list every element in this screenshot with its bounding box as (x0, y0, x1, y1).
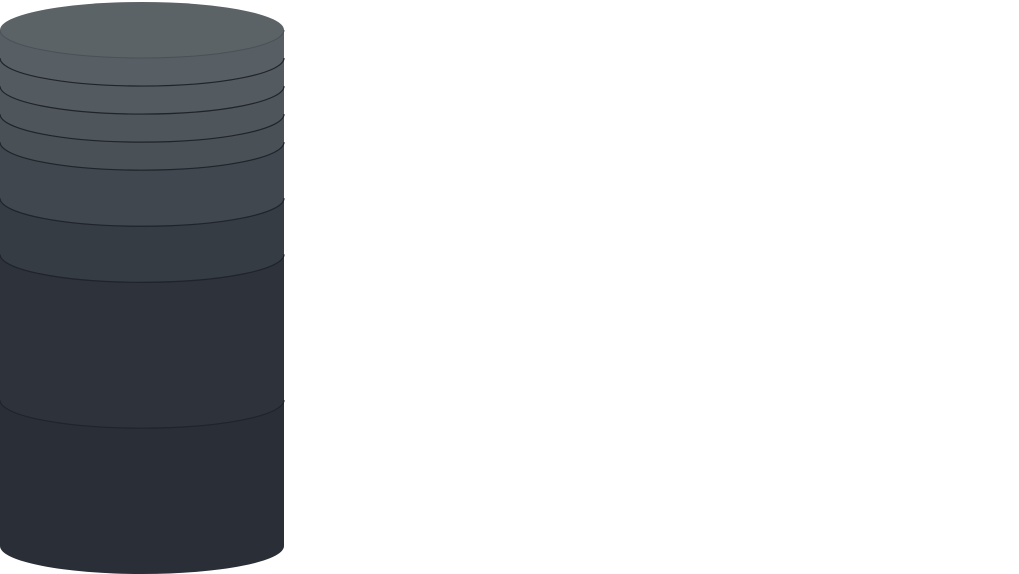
segment-divider-4 (0, 142, 285, 171)
cylinder-segment-1 (0, 400, 284, 574)
top-cap-rim (0, 29, 285, 59)
dividers-layer (0, 58, 285, 429)
segment-divider-1 (0, 400, 285, 429)
cylinder-segment-2 (0, 254, 284, 429)
segment-divider-6 (0, 86, 285, 115)
segment-divider-2 (0, 254, 285, 283)
segment-divider-3 (0, 198, 285, 227)
cylinder-top-cap (0, 2, 284, 58)
cylinder-segment-4 (0, 142, 284, 227)
segment-divider-7 (0, 58, 285, 87)
segments-layer (0, 30, 284, 574)
segment-divider-5 (0, 114, 285, 143)
cylinder-segment-3 (0, 198, 284, 283)
cap-layer (0, 2, 285, 59)
